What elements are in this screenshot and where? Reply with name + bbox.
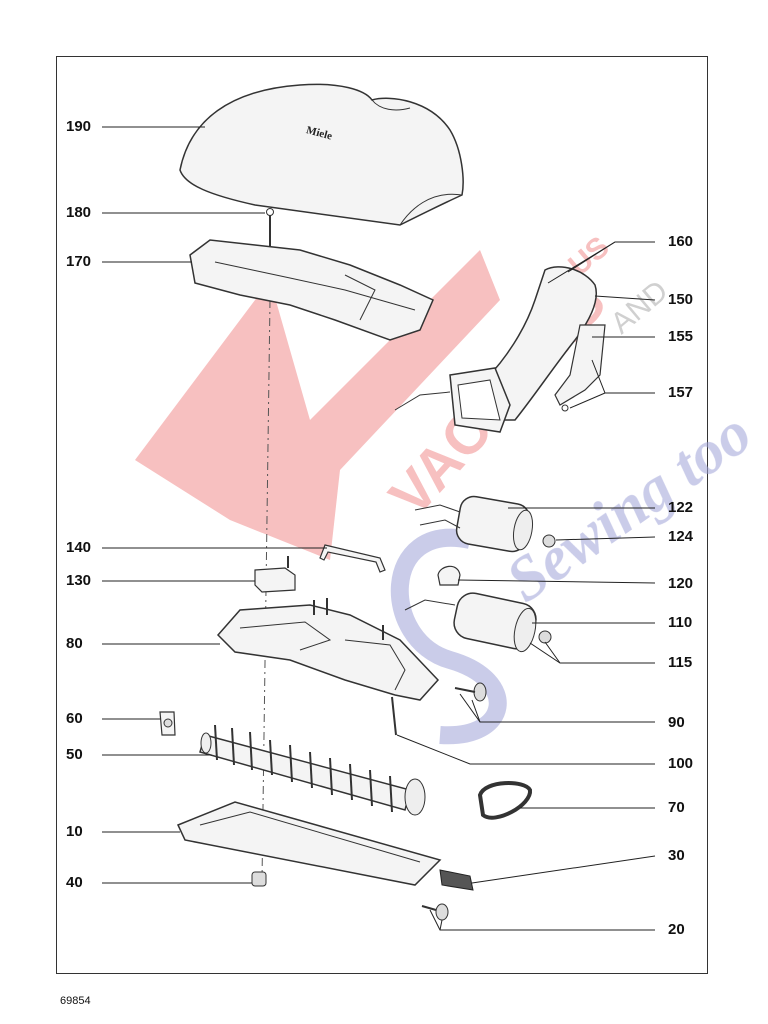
part-label-155: 155 [668, 328, 694, 345]
handle-neck-part [394, 266, 597, 433]
part-label-170: 170 [66, 253, 92, 270]
part-label-100: 100 [668, 755, 694, 772]
part-label-70: 70 [668, 799, 685, 816]
wheel-part [421, 903, 449, 921]
diagram-frame [56, 56, 708, 974]
base-plate-part [176, 801, 442, 886]
part-label-157: 157 [668, 384, 694, 401]
switch-block-part [254, 556, 296, 593]
brush-motor-part [414, 495, 534, 553]
edge-strip-part [439, 869, 474, 891]
part-label-140: 140 [66, 539, 92, 556]
watermark-and-text: AND [605, 274, 675, 340]
part-label-115: 115 [668, 654, 693, 671]
base-housing-part [216, 598, 440, 701]
part-label-50: 50 [66, 746, 83, 763]
figure-number: 69854 [60, 995, 91, 1007]
part-label-60: 60 [66, 710, 83, 727]
long-screw-part [391, 696, 397, 736]
motor-clip-part [437, 565, 461, 586]
part-label-20: 20 [668, 921, 685, 938]
top-cover-part: Miele [179, 83, 464, 226]
part-label-80: 80 [66, 635, 83, 652]
fan-motor-part [404, 592, 552, 653]
side-plate-part [554, 324, 606, 412]
leader-lines [102, 126, 656, 931]
part-label-180: 180 [66, 204, 92, 221]
foot-part [251, 871, 267, 887]
bearing-plate-part [159, 711, 176, 736]
part-label-190: 190 [66, 118, 92, 135]
part-label-120: 120 [668, 575, 694, 592]
part-label-150: 150 [668, 291, 694, 308]
inner-frame-part [189, 239, 434, 341]
motor-nut-part [542, 534, 556, 548]
brush-roll-part [199, 724, 426, 816]
screw-part [266, 208, 274, 248]
drive-belt-part [477, 781, 532, 820]
part-label-122: 122 [668, 499, 694, 516]
part-label-90: 90 [668, 714, 685, 731]
part-label-124: 124 [668, 528, 694, 545]
part-label-110: 110 [668, 614, 693, 631]
roller-wheel-part [454, 682, 487, 702]
part-label-30: 30 [668, 847, 685, 864]
part-label-10: 10 [66, 823, 83, 840]
part-label-130: 130 [66, 572, 92, 589]
part-label-160: 160 [668, 233, 694, 250]
part-label-40: 40 [66, 874, 83, 891]
bracket-part [319, 544, 386, 573]
